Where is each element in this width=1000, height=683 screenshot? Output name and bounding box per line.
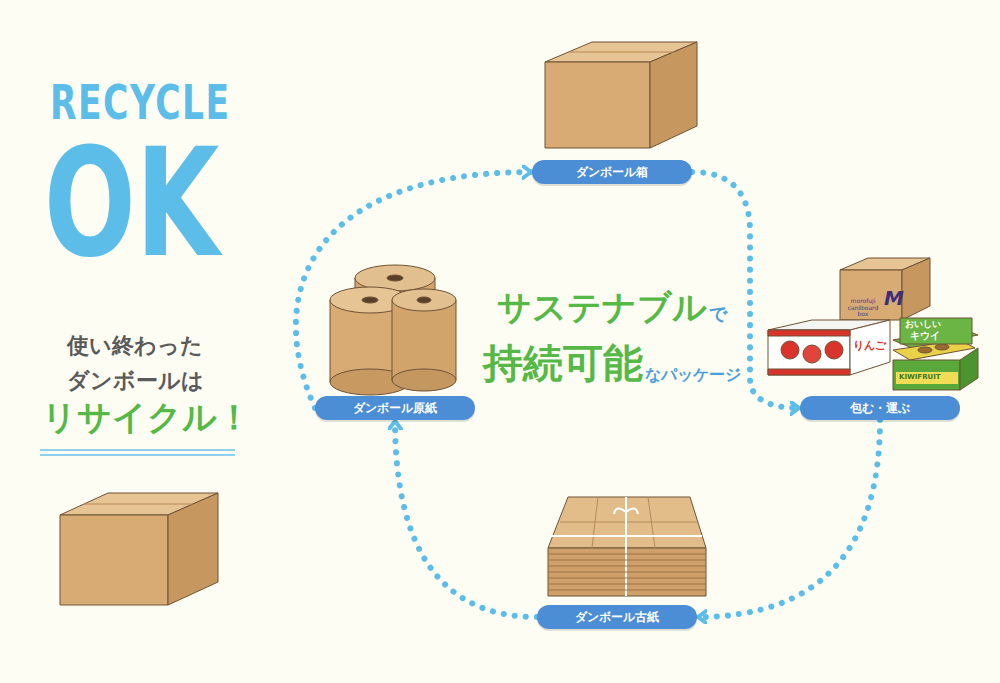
dotted-arrow bbox=[697, 420, 880, 617]
text-label: M bbox=[884, 287, 904, 310]
text-label: morofuji cardboard box bbox=[843, 298, 883, 318]
dotted-arrow bbox=[395, 420, 537, 617]
text-label: RECYCLE bbox=[50, 78, 230, 126]
text-label: なパッケージ bbox=[645, 366, 741, 384]
pill-label: 包む・運ぶ bbox=[850, 400, 910, 417]
stack-layer-line bbox=[548, 578, 706, 579]
text-label: リサイクル！ bbox=[42, 398, 251, 437]
text-label: 持続可能 bbox=[483, 340, 643, 386]
stack-layer-line bbox=[548, 572, 706, 573]
process-pill: ダンボール箱 bbox=[532, 160, 692, 184]
text-label: キウイ bbox=[910, 330, 940, 342]
stack-layer-line bbox=[548, 584, 706, 585]
pill-label: ダンボール原紙 bbox=[353, 400, 437, 417]
text-label: KIWIFRUIT bbox=[899, 374, 941, 382]
process-pill: 包む・運ぶ bbox=[800, 396, 960, 420]
stack-layer-line bbox=[548, 554, 706, 555]
text-label: りんご bbox=[853, 340, 886, 353]
stack-layer-line bbox=[548, 590, 706, 591]
text-label: で bbox=[709, 304, 727, 325]
stack-layer-line bbox=[548, 566, 706, 567]
text-label: 使い終わった ダンボールは bbox=[55, 328, 215, 398]
pill-label: ダンボール古紙 bbox=[575, 609, 659, 626]
process-pill: ダンボール古紙 bbox=[537, 605, 697, 629]
process-pill: ダンボール原紙 bbox=[315, 396, 475, 420]
text-label: おいしい bbox=[905, 319, 941, 329]
stack-layer-line bbox=[548, 560, 706, 561]
text-label: OK bbox=[44, 128, 220, 278]
pill-label: ダンボール箱 bbox=[576, 164, 648, 181]
text-label: サステナブル bbox=[497, 288, 707, 327]
